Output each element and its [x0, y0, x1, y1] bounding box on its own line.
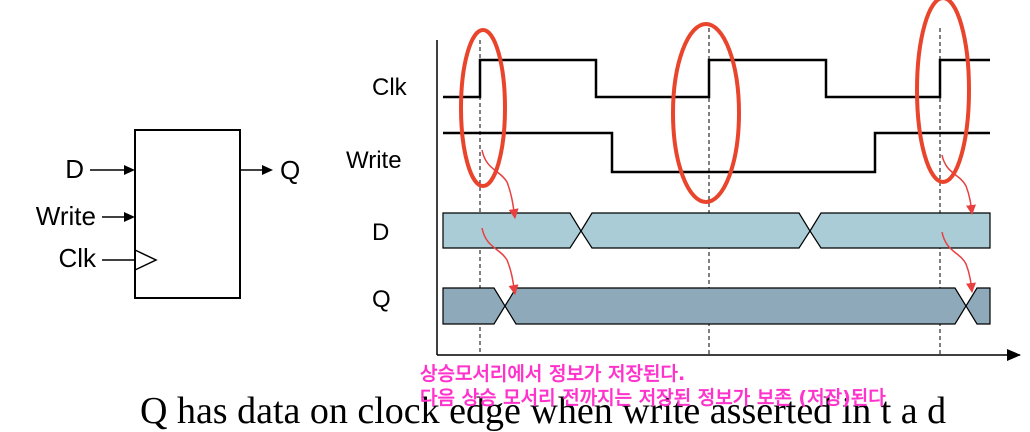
highlight-ellipse-1	[459, 28, 507, 188]
transfer-arrow-3a	[941, 154, 976, 215]
q-segment-2	[504, 287, 967, 325]
annotation-line-2: 다음 상승 모서리 전까지는 저장된 정보가 보존 (저장)된다	[420, 387, 886, 409]
input-label-d: D	[65, 154, 84, 184]
transfer-arrow-3b	[941, 231, 976, 293]
clk-waveform	[443, 58, 990, 99]
clock-triangle-icon	[134, 249, 158, 271]
flip-flop-block: D Write Clk Q	[36, 129, 300, 299]
signal-label-write: Write	[346, 147, 402, 174]
block-rect	[134, 129, 241, 299]
q-segment-3	[965, 287, 991, 325]
d-segment-1	[442, 212, 582, 249]
transfer-arrow-1b	[481, 227, 519, 295]
output-label-q: Q	[280, 155, 300, 185]
signal-label-d: D	[372, 219, 389, 246]
annotation-line-1: 상승모서리에서 정보가 저장된다.	[420, 363, 686, 385]
d-segment-3	[809, 212, 991, 249]
write-waveform	[443, 131, 990, 174]
transfer-arrow-1a	[481, 149, 519, 219]
d-segment-2	[580, 212, 811, 249]
highlight-ellipse-2	[671, 22, 741, 204]
input-label-clk: Clk	[58, 243, 97, 273]
signal-label-clk: Clk	[372, 74, 408, 101]
signal-label-q: Q	[372, 286, 391, 313]
q-segment-1	[442, 287, 506, 325]
highlight-ellipse-3	[915, 0, 971, 184]
output-arrowhead-q	[262, 165, 273, 175]
timing-diagram: D Write Clk Q Clk Write D Q	[36, 0, 1021, 361]
input-label-write: Write	[36, 201, 96, 231]
input-arrowhead-d	[124, 165, 135, 175]
input-arrowhead-write	[124, 212, 135, 222]
